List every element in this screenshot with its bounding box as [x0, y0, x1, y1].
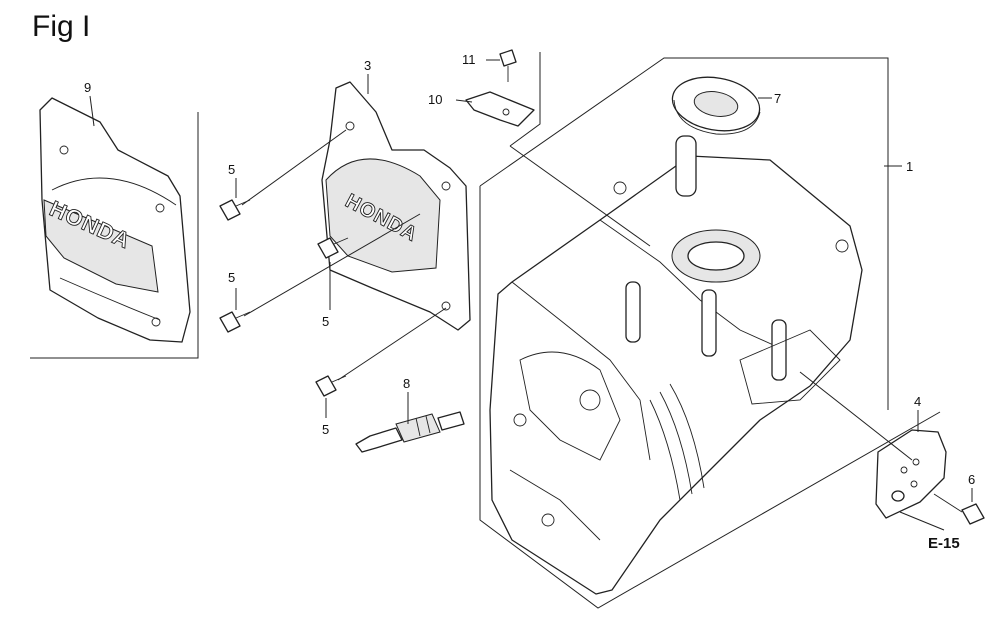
part-3-head-cover[interactable]: HONDA: [321, 81, 471, 331]
callout-10: 10: [428, 92, 442, 107]
page-reference-label: E-15: [928, 535, 960, 552]
part-7-oil-seal[interactable]: [668, 71, 764, 137]
inset-frame-cover: [30, 112, 199, 359]
part-8-spark-plug[interactable]: [355, 411, 465, 453]
callout-3: 3: [364, 58, 371, 73]
callout-5a: 5: [228, 162, 235, 177]
part-11-bolt[interactable]: [499, 49, 517, 82]
callout-9: 9: [84, 80, 91, 95]
part-1-cylinder-block[interactable]: [489, 135, 863, 595]
callout-1: 1: [906, 159, 913, 174]
callout-7: 7: [774, 91, 781, 106]
callout-5b: 5: [228, 270, 235, 285]
callout-11: 11: [462, 52, 476, 67]
part-5-bolt-d[interactable]: [315, 375, 347, 397]
part-10-bracket[interactable]: [465, 91, 535, 127]
part-5-bolt-b[interactable]: [219, 311, 251, 333]
figure-title: Fig I: [32, 10, 90, 43]
callout-4: 4: [914, 394, 921, 409]
main-frame-block: [479, 57, 941, 609]
part-5-bolt-c[interactable]: [317, 237, 349, 259]
part-9-head-cover[interactable]: HONDA: [39, 97, 191, 343]
part-4-breather-cover[interactable]: [875, 429, 947, 519]
callout-5d: 5: [322, 422, 329, 437]
callout-8: 8: [403, 376, 410, 391]
callout-5c: 5: [322, 314, 329, 329]
part-6-bolt[interactable]: [933, 493, 985, 525]
callout-6: 6: [968, 472, 975, 487]
inset-frame-bracket: [509, 52, 541, 147]
